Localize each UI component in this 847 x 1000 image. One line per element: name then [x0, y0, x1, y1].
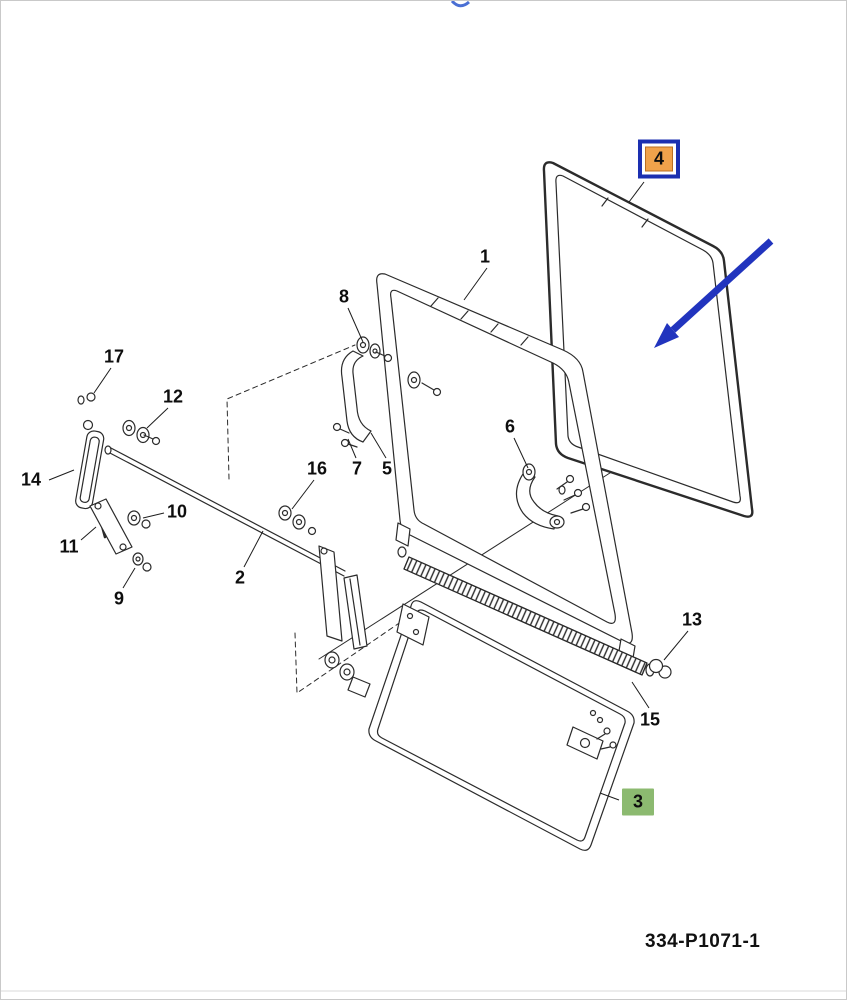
callout-13[interactable]: 13: [681, 609, 703, 630]
rod-drawing: [104, 445, 346, 577]
callout-1[interactable]: 1: [479, 246, 491, 267]
leader-lines: [48, 181, 689, 801]
callout-5[interactable]: 5: [381, 458, 393, 479]
callout-12[interactable]: 12: [162, 386, 184, 407]
rear-window-seal-drawing: [542, 161, 754, 518]
glass-panel-drawing: [368, 600, 635, 851]
construction-lines: [226, 344, 614, 694]
callout-6[interactable]: 6: [504, 416, 516, 437]
end-cap-drawing: [648, 658, 672, 679]
callout-9[interactable]: 9: [113, 588, 125, 609]
callout-14[interactable]: 14: [20, 469, 42, 490]
callout-16[interactable]: 16: [306, 458, 328, 479]
cropped-top-glyph: [450, 1, 470, 8]
washer-pair-drawing: [278, 505, 317, 536]
selection-arrow-icon: [654, 238, 774, 348]
left-linkage-drawing: [75, 392, 161, 572]
callout-10[interactable]: 10: [166, 501, 188, 522]
callout-11[interactable]: 11: [59, 536, 79, 557]
callout-7[interactable]: 7: [351, 458, 363, 479]
seal-strip-drawing: [403, 556, 655, 677]
callout-3-highlighted[interactable]: 3: [621, 788, 655, 816]
callout-15[interactable]: 15: [639, 709, 661, 730]
callout-17[interactable]: 17: [103, 346, 125, 367]
diagram-code: 334-P1071-1: [645, 931, 761, 952]
latch-assembly-drawing: [515, 463, 591, 530]
callout-4-selected-frame[interactable]: 4: [637, 139, 681, 179]
handle-bracket-drawing: [332, 336, 393, 448]
callout-4-selected[interactable]: 4: [644, 146, 674, 172]
callout-8[interactable]: 8: [338, 286, 350, 307]
callout-2[interactable]: 2: [234, 567, 246, 588]
center-linkage-drawing: [318, 545, 371, 698]
